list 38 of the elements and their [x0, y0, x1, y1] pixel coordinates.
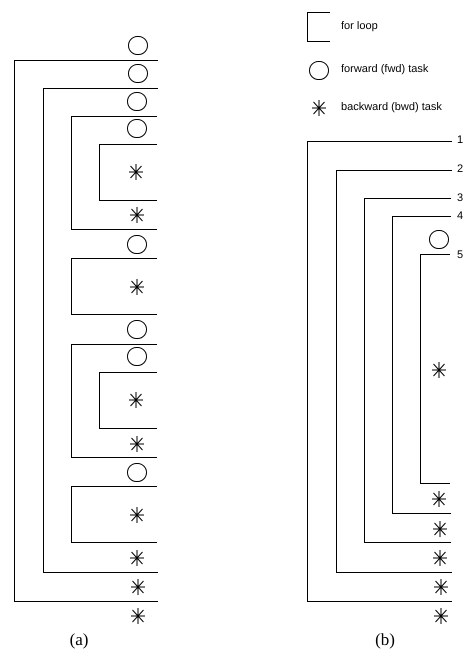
panel-caption: (b): [375, 630, 395, 650]
backward-task-asterisk: [433, 550, 447, 566]
backward-task-asterisk: [434, 578, 448, 594]
backward-task-asterisk: [131, 608, 145, 624]
loop-bracket: [364, 198, 451, 543]
legend-text: for loop: [341, 20, 378, 33]
loop-bracket: [14, 60, 158, 602]
loop-number: 5: [457, 249, 464, 262]
backward-task-asterisk: [432, 491, 446, 507]
loop-number: 2: [457, 163, 464, 176]
loop-bracket: [307, 141, 452, 602]
panel-caption: (a): [70, 630, 88, 650]
legend-text: backward (bwd) task: [341, 101, 442, 114]
backward-task-asterisk: [432, 362, 446, 378]
loop-bracket: [392, 216, 450, 514]
backward-task-asterisk: [130, 578, 144, 594]
legend-text: forward (fwd) task: [341, 63, 428, 76]
loop-bracket: [71, 258, 157, 315]
backward-task-asterisk: [130, 436, 144, 452]
backward-task-asterisk: [130, 278, 144, 294]
loop-bracket: [71, 344, 157, 458]
loop-bracket: [336, 170, 452, 572]
backward-task-asterisk: [432, 520, 446, 536]
backward-task-asterisk: [129, 164, 143, 180]
loop-bracket: [42, 88, 158, 572]
loop-number: 4: [457, 210, 464, 223]
loop-bracket: [98, 372, 156, 428]
loop-bracket: [71, 116, 157, 230]
loop-number: 1: [457, 134, 464, 147]
backward-task-asterisk: [130, 206, 144, 222]
loop-bracket: [71, 486, 157, 543]
backward-task-asterisk: [130, 506, 144, 522]
backward-task-asterisk: [129, 392, 143, 408]
loop-bracket: [98, 144, 156, 200]
backward-task-asterisk: [130, 550, 144, 566]
loop-number: 3: [457, 192, 464, 205]
backward-task-asterisk: [434, 608, 448, 624]
loop-bracket: [420, 254, 450, 484]
